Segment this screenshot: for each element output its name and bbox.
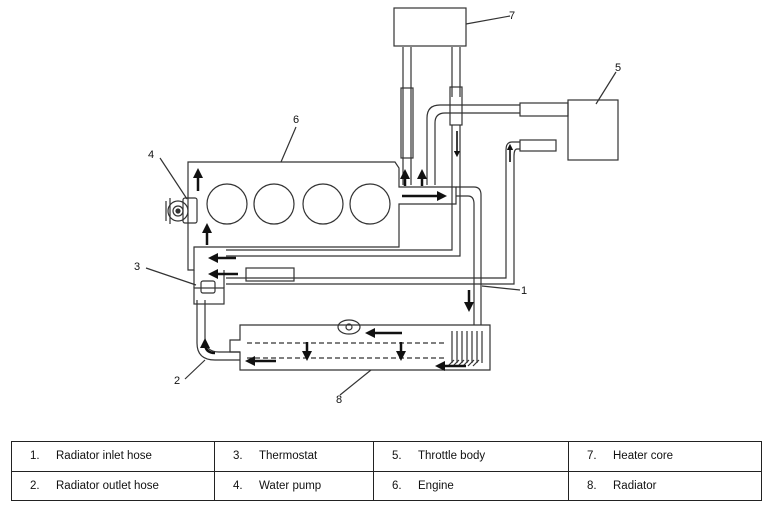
legend-cell: 5. Throttle body (373, 441, 569, 472)
legend-text: Heater core (613, 450, 674, 463)
cylinder-1 (206, 183, 248, 225)
label-1: 1 (521, 285, 527, 297)
label-2: 2 (174, 375, 180, 387)
legend-cell: 6. Engine (373, 470, 569, 501)
heater-hose-sleeve-left (400, 87, 414, 159)
radiator-cap (337, 319, 361, 335)
radiator-outlet-hose (196, 300, 240, 361)
bypass-hose-sleeve (245, 267, 295, 282)
cylinder-2 (253, 183, 295, 225)
legend-text: Engine (418, 479, 454, 492)
legend-number: 5. (392, 450, 402, 463)
throttle-body (567, 99, 619, 161)
cooling-system-diagram: 1 2 3 4 5 6 7 8 (134, 7, 621, 406)
engine-block (187, 161, 457, 271)
label-7: 7 (509, 10, 515, 22)
legend-cell: 2. Radiator outlet hose (11, 470, 215, 501)
coolant-flow-arrows (193, 131, 514, 371)
legend-number: 1. (30, 450, 40, 463)
thermostat-housing (193, 287, 225, 305)
cylinder-3 (302, 183, 344, 225)
legend-number: 7. (587, 450, 597, 463)
heater-hose-sleeve-right (449, 86, 463, 126)
legend-text: Radiator outlet hose (56, 479, 159, 492)
legend-text: Thermostat (259, 450, 318, 463)
legend-number: 3. (233, 450, 243, 463)
throttle-hose-sleeve (519, 139, 557, 152)
legend-cell: 4. Water pump (214, 470, 374, 501)
legend-cell: 3. Thermostat (214, 441, 374, 472)
legend-text: Radiator inlet hose (56, 450, 152, 463)
legend-row: 1. Radiator inlet hose 3. Thermostat 5. Thr… (11, 441, 762, 472)
legend-cell: 1. Radiator inlet hose (11, 441, 215, 472)
label-8: 8 (336, 394, 342, 406)
legend-number: 8. (587, 479, 597, 492)
water-pump (165, 197, 198, 224)
label-5: 5 (615, 62, 621, 74)
heater-core (393, 7, 467, 47)
legend-text: Radiator (613, 479, 657, 492)
legend-text: Throttle body (418, 450, 486, 463)
legend-row: 2. Radiator outlet hose 4. Water pump 6. En… (11, 470, 762, 501)
legend-number: 6. (392, 479, 402, 492)
label-6: 6 (293, 114, 299, 126)
label-3: 3 (134, 261, 140, 273)
legend-number: 4. (233, 479, 243, 492)
legend-cell: 7. Heater core (568, 441, 762, 472)
cylinder-4 (349, 183, 391, 225)
radiator-core-fins (447, 331, 483, 367)
radiator-inlet-hose (456, 186, 482, 325)
legend-table: 1. Radiator inlet hose 3. Thermostat 5. Thr… (11, 441, 762, 501)
legend-text: Water pump (259, 479, 322, 492)
label-4: 4 (148, 149, 154, 161)
legend-cell: 8. Radiator (568, 470, 762, 501)
thermostat (200, 280, 216, 294)
legend-number: 2. (30, 479, 40, 492)
